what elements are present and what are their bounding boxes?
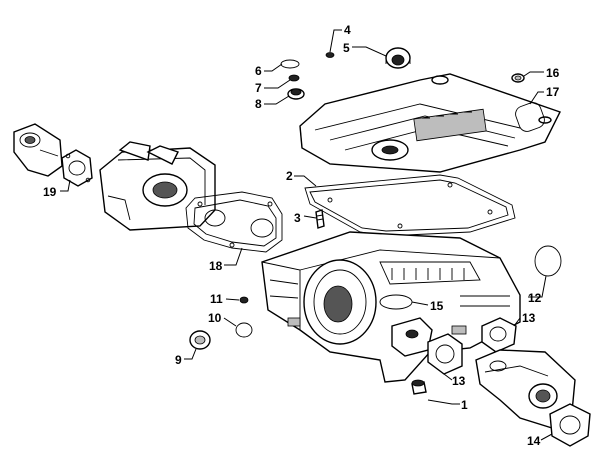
washer-11 [239,296,249,304]
callout-6: 6 [255,64,262,78]
sensor-1 [411,379,427,395]
callout-13-upper: 13 [522,311,536,325]
callout-12: 12 [528,291,542,305]
callout-10: 10 [208,311,222,325]
callout-18: 18 [209,259,223,273]
washer-7 [288,74,300,82]
oring-10 [235,322,253,338]
callout-14: 14 [527,434,541,448]
callout-7: 7 [255,81,262,95]
callout-17: 17 [546,85,560,99]
callout-1: 1 [461,398,468,412]
oring-6 [280,59,300,69]
gasket-13-lower [427,333,463,375]
cap-8 [287,88,305,100]
valve-cover [299,73,561,173]
callout-19: 19 [43,185,57,199]
oring-4 [325,52,335,58]
valve-cover-gasket [304,174,516,237]
plug-5 [385,47,411,69]
oring-12 [534,245,562,277]
gasket-17 [515,102,545,132]
callout-15: 15 [430,299,444,313]
callout-2: 2 [286,169,293,183]
left-elbow-fitting [13,123,63,177]
intake-housing [99,141,216,231]
bolt-3 [315,209,325,229]
callout-labels: 1 2 3 4 5 6 7 8 9 10 11 12 13 13 14 15 1… [43,23,560,448]
callout-3: 3 [294,211,301,225]
gasket-13-upper [481,317,517,353]
callout-13-lower: 13 [452,374,466,388]
callout-4: 4 [344,23,351,37]
gasket-18 [185,191,283,253]
callout-16: 16 [546,66,560,80]
callout-9: 9 [175,353,182,367]
gasket-19 [61,149,93,187]
gasket-14 [549,403,591,447]
oring-16 [511,73,525,83]
seal-9 [189,330,211,350]
leader-lines [60,29,553,441]
thermostat-housing [475,349,576,429]
cylinder-head [261,231,521,383]
callout-5: 5 [343,41,350,55]
callout-8: 8 [255,97,262,111]
callout-11: 11 [210,292,223,306]
